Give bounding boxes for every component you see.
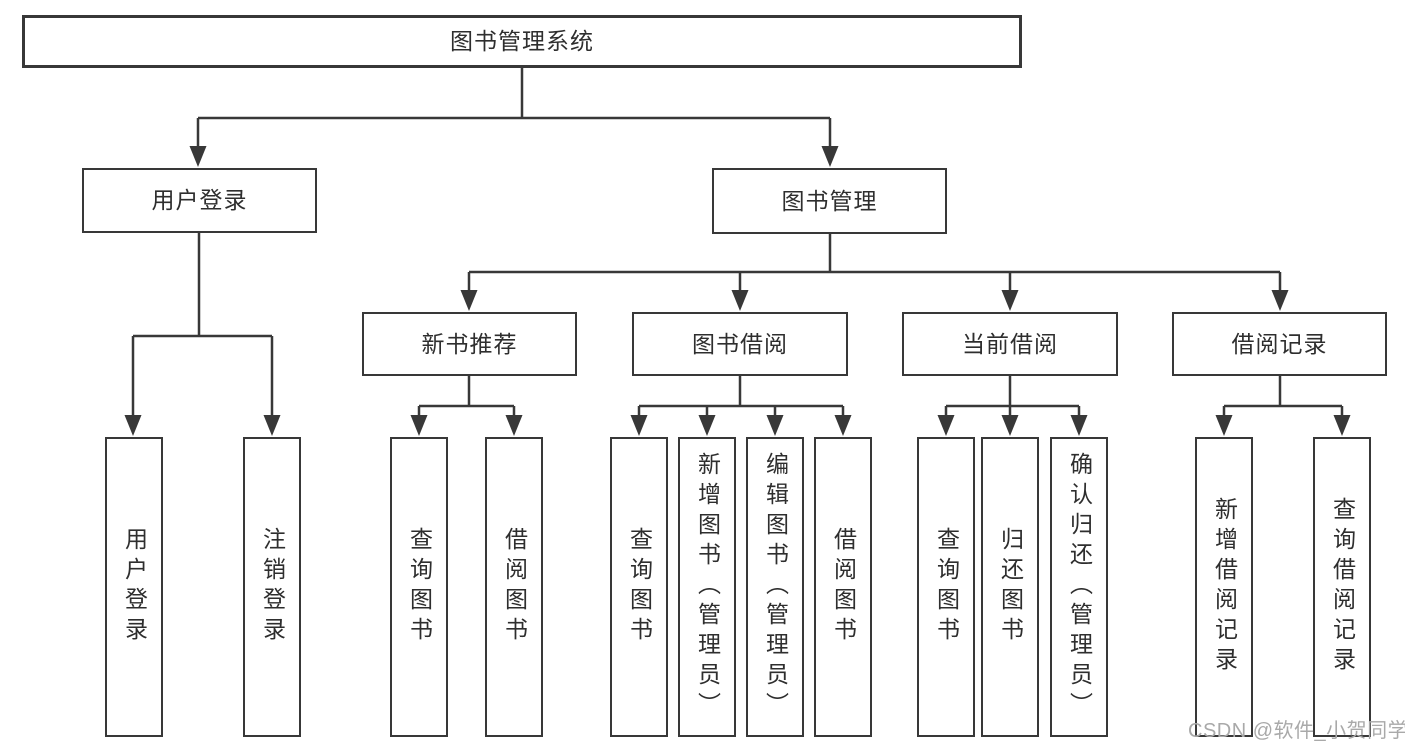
leaf-borrow-edit: 编辑图书（管理员） <box>746 437 804 737</box>
leaf-borrow-edit-label: 编辑图书（管理员） <box>762 452 789 722</box>
node-book-borrow-label: 图书借阅 <box>692 330 788 357</box>
node-borrow-records: 借阅记录 <box>1172 312 1387 376</box>
leaf-current-query: 查询图书 <box>917 437 975 737</box>
leaf-current-confirm-label: 确认归还（管理员） <box>1066 452 1093 722</box>
leaf-current-return: 归还图书 <box>981 437 1039 737</box>
csdn-watermark: CSDN @软件_小贺同学 <box>1188 720 1405 742</box>
leaf-borrow-borrow: 借阅图书 <box>814 437 872 737</box>
leaf-records-query: 查询借阅记录 <box>1313 437 1371 737</box>
node-borrow-records-label: 借阅记录 <box>1231 330 1328 357</box>
leaf-current-confirm: 确认归还（管理员） <box>1050 437 1108 737</box>
node-current-borrow: 当前借阅 <box>902 312 1118 376</box>
node-root: 图书管理系统 <box>22 15 1022 68</box>
leaf-newbooks-query-label: 查询图书 <box>406 527 433 647</box>
leaf-records-query-label: 查询借阅记录 <box>1329 497 1356 677</box>
leaf-newbooks-query: 查询图书 <box>390 437 448 737</box>
leaf-records-add-label: 新增借阅记录 <box>1211 497 1238 677</box>
leaf-current-query-label: 查询图书 <box>933 527 960 647</box>
leaf-user-login: 用户登录 <box>105 437 163 737</box>
leaf-borrow-query: 查询图书 <box>610 437 668 737</box>
node-new-books: 新书推荐 <box>362 312 577 376</box>
leaf-newbooks-borrow: 借阅图书 <box>485 437 543 737</box>
leaf-borrow-query-label: 查询图书 <box>626 527 653 647</box>
node-user-login-label: 用户登录 <box>151 187 248 213</box>
leaf-user-login-label: 用户登录 <box>121 527 148 647</box>
leaf-borrow-add-label: 新增图书（管理员） <box>694 452 721 722</box>
node-root-label: 图书管理系统 <box>450 28 594 54</box>
leaf-borrow-add: 新增图书（管理员） <box>678 437 736 737</box>
node-new-books-label: 新书推荐 <box>421 330 518 357</box>
node-user-login: 用户登录 <box>82 168 317 233</box>
leaf-newbooks-borrow-label: 借阅图书 <box>501 527 528 647</box>
node-book-borrow: 图书借阅 <box>632 312 848 376</box>
leaf-current-return-label: 归还图书 <box>997 527 1024 647</box>
node-current-borrow-label: 当前借阅 <box>962 330 1058 357</box>
leaf-borrow-borrow-label: 借阅图书 <box>830 527 857 647</box>
node-book-mgmt-label: 图书管理 <box>781 187 878 214</box>
leaf-logout-label: 注销登录 <box>259 527 286 647</box>
node-book-mgmt: 图书管理 <box>712 168 947 234</box>
leaf-records-add: 新增借阅记录 <box>1195 437 1253 737</box>
leaf-logout: 注销登录 <box>243 437 301 737</box>
